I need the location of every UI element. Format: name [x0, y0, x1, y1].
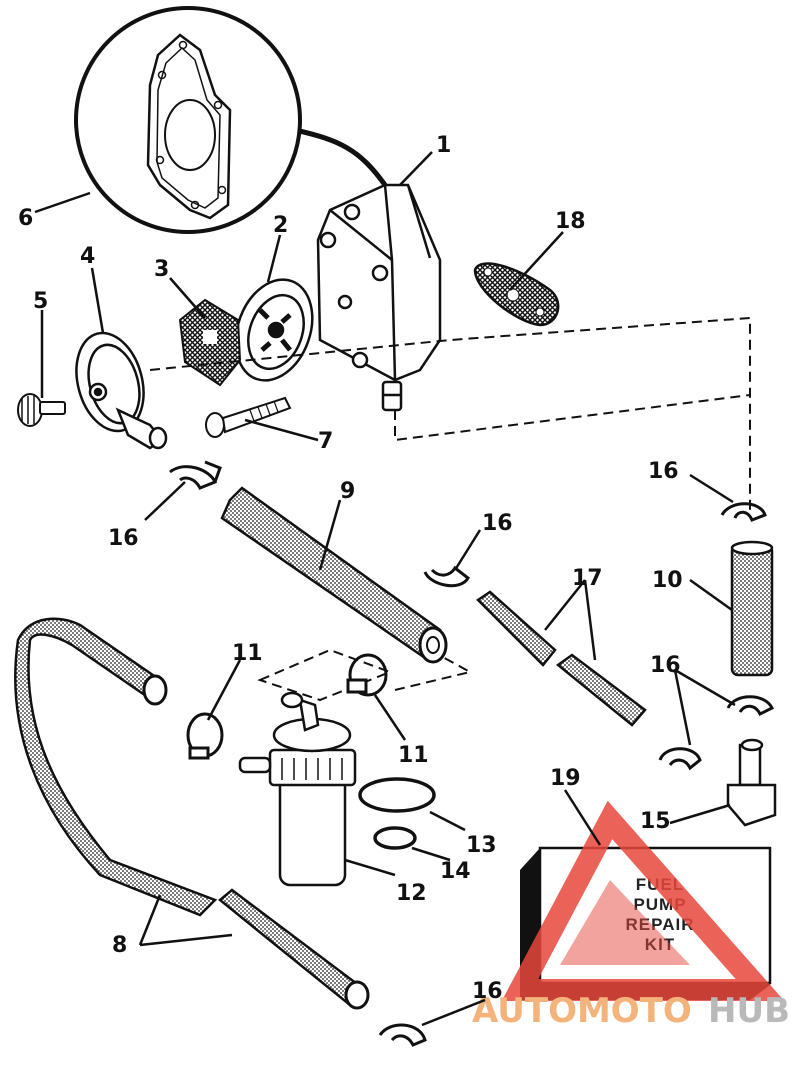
callout-8: 8 [112, 933, 127, 958]
callout-18: 18 [555, 209, 586, 234]
callout-5: 5 [33, 289, 48, 314]
callout-14: 14 [440, 859, 471, 884]
gasket-18 [473, 262, 560, 327]
callout-19: 19 [550, 766, 581, 791]
thumb-screw-5 [17, 393, 66, 427]
watermark-logo [501, 800, 785, 1001]
callout-7: 7 [318, 429, 333, 454]
callout-16-right-lower: 16 [650, 653, 681, 678]
gasket-detail-circle [74, 6, 388, 234]
screw-7 [205, 396, 292, 438]
hose-17-upper [476, 590, 557, 667]
hose-17-lower [555, 653, 647, 727]
callout-11-left: 11 [232, 641, 263, 666]
callout-11-right: 11 [398, 743, 429, 768]
callout-6: 6 [18, 206, 33, 231]
callout-16-right-top: 16 [648, 459, 679, 484]
callout-16-bottom: 16 [472, 979, 503, 1004]
clip-16-bottom [378, 1023, 427, 1047]
o-ring-13 [358, 777, 436, 813]
callout-13: 13 [466, 833, 497, 858]
watermark-text-primary: AUTOMOTO [472, 991, 692, 1031]
callout-16-upper-left: 16 [108, 526, 139, 551]
clamp-11-left [186, 712, 224, 760]
callout-15: 15 [640, 809, 671, 834]
hose-9 [220, 486, 448, 664]
callout-1: 1 [436, 133, 451, 158]
callout-17: 17 [572, 566, 603, 591]
callout-4: 4 [80, 244, 95, 269]
elbow-fitting-15 [726, 738, 777, 827]
leader-lines [34, 151, 736, 1027]
fuel-pump-body [316, 183, 442, 412]
watermark-text-secondary: HUB [708, 991, 790, 1031]
clip-16-right-lower [658, 695, 774, 771]
callout-10: 10 [652, 568, 683, 593]
diaphragm-plate-2 [234, 278, 314, 382]
fuel-filter-12 [238, 691, 357, 887]
clip-16-right-top [720, 502, 767, 522]
clip-16-upper-left [169, 460, 222, 490]
o-ring-14 [373, 826, 417, 850]
callout-3: 3 [154, 257, 169, 282]
filter-element-10 [730, 540, 774, 677]
callout-2: 2 [273, 213, 288, 238]
hose-8 [14, 617, 370, 1010]
callout-16-mid: 16 [482, 511, 513, 536]
dashed-assembly-lines [149, 316, 751, 702]
clamp-11-right [346, 653, 388, 697]
screen-3 [178, 298, 242, 387]
callout-9: 9 [340, 479, 355, 504]
clip-16-mid [423, 565, 470, 588]
cover-4 [75, 331, 168, 450]
callout-12: 12 [396, 881, 427, 906]
